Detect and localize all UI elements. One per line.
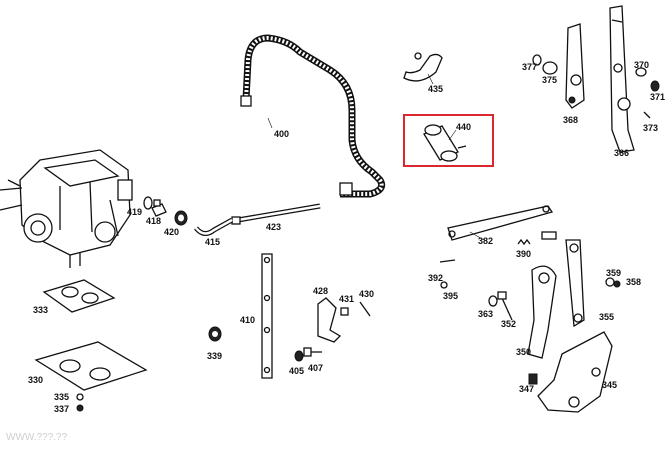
highlight-box [403,114,494,167]
label-395: 395 [443,291,458,301]
nut-431[interactable] [340,307,349,316]
screw-335[interactable] [76,393,84,401]
washer-337[interactable] [76,404,84,412]
washer-395[interactable] [440,281,448,289]
label-359: 359 [606,268,621,278]
label-358: 358 [626,277,641,287]
label-366: 366 [614,148,629,158]
label-423: 423 [266,222,281,232]
plate-330[interactable] [34,341,148,391]
pin-373[interactable] [643,111,651,119]
pin-347[interactable] [528,373,538,385]
label-355: 355 [599,312,614,322]
screw-392[interactable] [439,259,456,263]
label-435: 435 [428,84,443,94]
label-370: 370 [634,60,649,70]
clip-435[interactable] [403,52,443,82]
bolt-407[interactable] [303,347,322,357]
label-333: 333 [33,305,48,315]
screw-430[interactable] [359,301,371,317]
label-377: 377 [522,62,537,72]
label-431: 431 [339,294,354,304]
nut-420[interactable] [174,210,188,226]
clip-428[interactable] [317,297,342,343]
label-373: 373 [643,123,658,133]
carburetor[interactable] [0,149,133,268]
label-350: 350 [516,347,531,357]
label-400: 400 [274,129,289,139]
label-345: 345 [602,380,617,390]
label-428: 428 [313,286,328,296]
label-335: 335 [54,392,69,402]
nut-339[interactable] [208,326,222,342]
bushing-377[interactable] [532,54,542,66]
label-392: 392 [428,273,443,283]
label-405: 405 [289,366,304,376]
lever-355[interactable] [565,239,585,328]
label-420: 420 [164,227,179,237]
label-390: 390 [516,249,531,259]
washer-419[interactable] [143,196,153,210]
label-352: 352 [501,319,516,329]
label-410: 410 [240,315,255,325]
label-375: 375 [542,75,557,85]
washer-405[interactable] [294,350,304,362]
label-440: 440 [456,122,471,132]
label-382: 382 [478,236,493,246]
spring-390[interactable] [517,231,557,246]
lever-366[interactable] [609,5,635,153]
bracket-368[interactable] [565,23,585,109]
part-labels: 419 418 420 415 423 400 435 440 377 375 … [28,60,665,414]
watermark: WWW.???.?? [6,432,68,443]
lever-350[interactable] [527,265,557,359]
label-371: 371 [650,92,665,102]
fuel-hose-400[interactable] [240,34,386,198]
gasket-333[interactable] [42,279,116,313]
label-415: 415 [205,237,220,247]
washer-358[interactable] [613,280,621,288]
label-330: 330 [28,375,43,385]
label-363: 363 [478,309,493,319]
elbow-hose-415[interactable] [194,217,234,236]
label-419: 419 [127,207,142,217]
fitting-418[interactable] [151,199,167,217]
fuel-filter-440[interactable] [403,114,494,167]
label-407: 407 [308,363,323,373]
bushing-375[interactable] [542,61,558,75]
bracket-345[interactable] [537,331,613,413]
bracket-410[interactable] [261,253,273,379]
leader-lines [267,73,485,241]
label-430: 430 [359,289,374,299]
spring-359[interactable] [605,277,615,287]
washer-370[interactable] [635,67,647,77]
nut-371[interactable] [650,80,660,92]
label-339: 339 [207,351,222,361]
label-368: 368 [563,115,578,125]
label-337: 337 [54,404,69,414]
rod-382[interactable] [447,205,554,241]
label-418: 418 [146,216,161,226]
bolt-352[interactable] [497,291,513,321]
bushing-363[interactable] [488,295,498,307]
label-347: 347 [519,384,534,394]
